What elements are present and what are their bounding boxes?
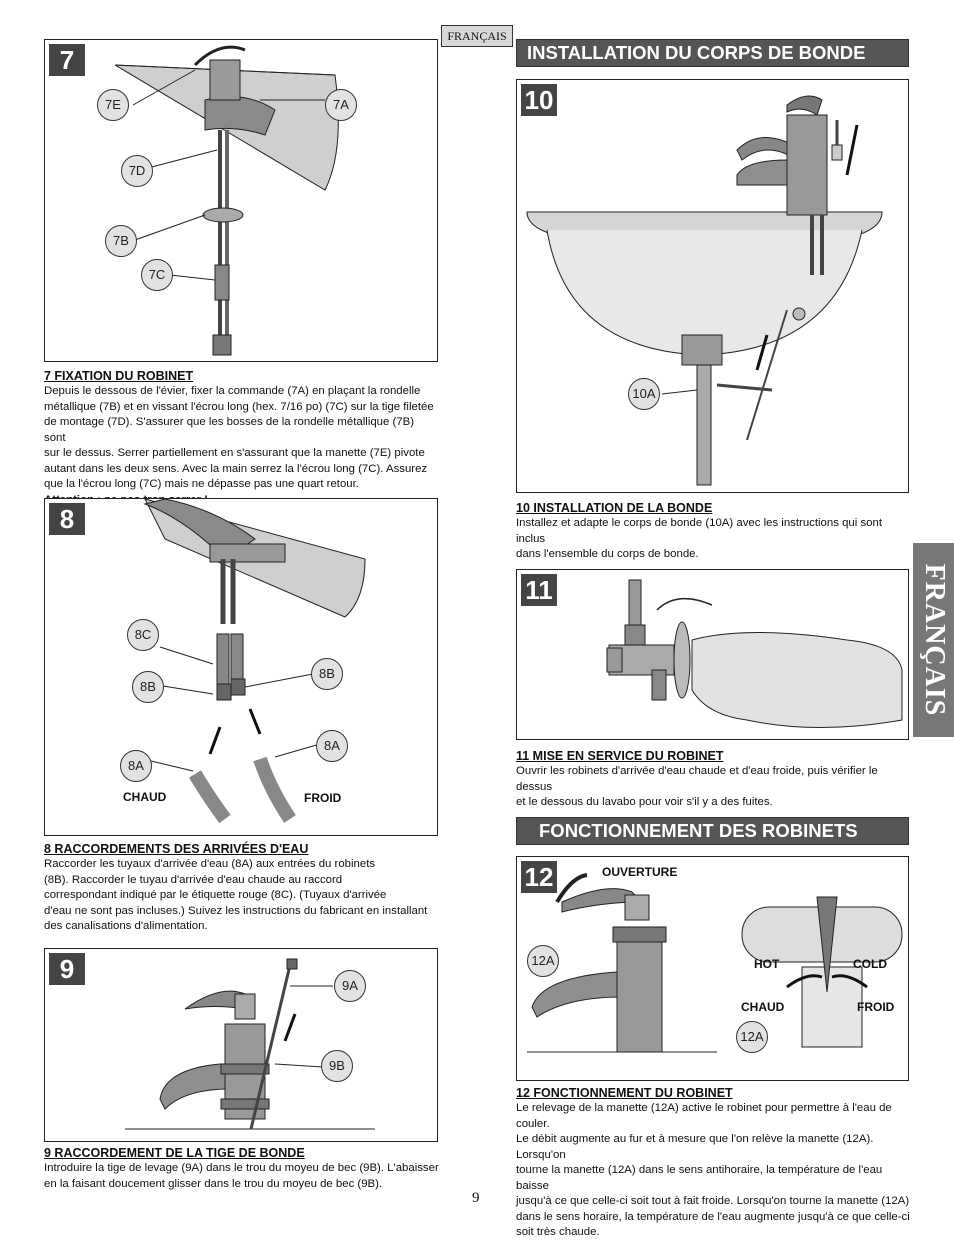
callout-9b: 9B <box>321 1050 353 1082</box>
step-10-number: 10 <box>521 84 557 116</box>
step-10-illustration: 10 10A <box>516 79 909 493</box>
step-12-title: 12 FONCTIONNEMENT DU ROBINET <box>516 1086 733 1100</box>
section-banner-operation: FONCTIONNEMENT DES ROBINETS <box>516 817 909 845</box>
step-12-illustration: 12 OUVERTURE 12A HOT COLD CHAUD FROID 12… <box>516 856 909 1081</box>
callout-12a-left: 12A <box>527 945 559 977</box>
label-cold-en: COLD <box>853 957 887 971</box>
supply-valve-drawing <box>606 579 903 728</box>
callout-8a-right: 8A <box>316 730 348 762</box>
callout-8b-left: 8B <box>132 671 164 703</box>
callout-12a-right: 12A <box>736 1021 768 1053</box>
callout-9a: 9A <box>334 970 366 1002</box>
step-10-title: 10 INSTALLATION DE LA BONDE <box>516 501 713 515</box>
water-supply-drawing <box>143 499 366 824</box>
callout-7d: 7D <box>121 155 153 187</box>
step-11-title: 11 MISE EN SERVICE DU ROBINET <box>516 749 724 763</box>
language-tag: FRANÇAIS <box>441 25 513 47</box>
callout-7c: 7C <box>141 259 173 291</box>
callout-8b-right: 8B <box>311 658 343 690</box>
side-tab-label: FRANÇAIS <box>918 563 950 717</box>
step-9-illustration: 9 9A 9B <box>44 948 438 1142</box>
section-banner-drain: INSTALLATION DU CORPS DE BONDE <box>516 39 909 67</box>
label-hot-en: HOT <box>754 957 780 971</box>
step-9-number: 9 <box>49 953 85 985</box>
step-8-title: 8 RACCORDEMENTS DES ARRIVÉES D'EAU <box>44 842 309 856</box>
callout-8a-left: 8A <box>120 750 152 782</box>
step-12-text: Le relevage de la manette (12A) active l… <box>516 1102 910 1238</box>
language-side-tab: FRANÇAIS <box>913 543 954 737</box>
label-hot: CHAUD <box>123 790 167 804</box>
step-11-illustration: 11 <box>516 569 909 740</box>
step-12-number: 12 <box>521 861 557 893</box>
label-open: OUVERTURE <box>602 865 678 879</box>
step-11-text: Ouvrir les robinets d'arrivée d'eau chau… <box>516 765 878 808</box>
step-8-illustration: 8 8C 8B 8B 8A 8A CHAUD FROID <box>44 498 438 836</box>
callout-8c: 8C <box>127 619 159 651</box>
step-10-text: Installez et adapte le corps de bonde (1… <box>516 517 882 560</box>
label-cold: FROID <box>857 1000 895 1014</box>
label-cold: FROID <box>304 791 342 805</box>
step-11-number: 11 <box>521 574 557 606</box>
callout-10a: 10A <box>628 378 660 410</box>
step-7-number: 7 <box>49 44 85 76</box>
label-hot: CHAUD <box>741 1000 785 1014</box>
lift-rod-drawing <box>125 958 375 1130</box>
step-8-number: 8 <box>49 503 85 535</box>
step-9-text: Introduire la tige de levage (9A) dans l… <box>44 1162 439 1190</box>
drain-body-drawing <box>526 95 883 486</box>
page-number: 9 <box>472 1190 480 1206</box>
step-8-text: Raccorder les tuyaux d'arrivée d'eau (8A… <box>44 858 428 932</box>
step-7-illustration: 7 7E 7A 7D 7B 7C <box>44 39 438 362</box>
step-7-text: Depuis le dessous de l'évier, fixer la c… <box>44 384 438 508</box>
step-9-title: 9 RACCORDEMENT DE LA TIGE DE BONDE <box>44 1146 305 1160</box>
faucet-operation-drawing <box>527 873 903 1053</box>
callout-7e: 7E <box>97 89 129 121</box>
step-7-title: 7 FIXATION DU ROBINET <box>44 369 194 383</box>
callout-7b: 7B <box>105 225 137 257</box>
faucet-mount-drawing <box>114 45 339 356</box>
callout-7a: 7A <box>325 89 357 121</box>
